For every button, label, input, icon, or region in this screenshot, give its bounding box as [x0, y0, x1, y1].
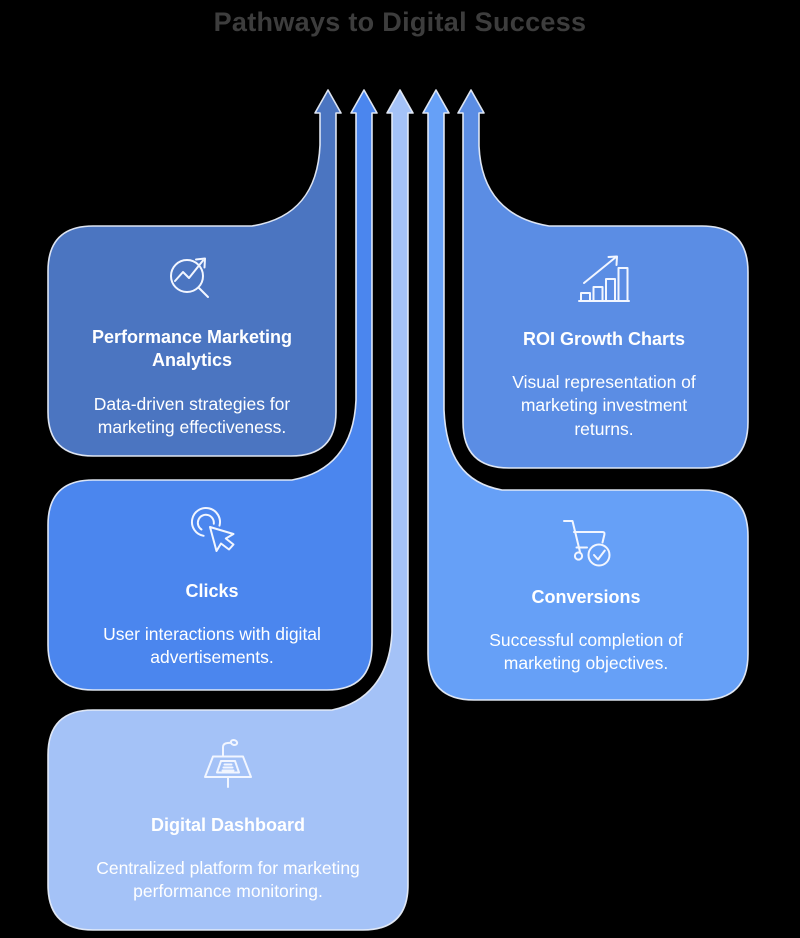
card-shape-roi-growth-charts: [457, 89, 749, 469]
bar-chart-growth-icon: [578, 255, 630, 302]
card-shape-conversions: [422, 89, 749, 701]
card-description: Visual representation of marketing inves…: [512, 372, 696, 439]
cursor-click-icon: [191, 507, 235, 552]
card-conversions: Conversions Successful completion of mar…: [446, 506, 726, 676]
card-shape-digital-dashboard: [47, 89, 414, 931]
page-title: Pathways to Digital Success: [213, 7, 587, 37]
card-performance-marketing-analytics: Performance Marketing Analytics Data-dri…: [60, 246, 324, 439]
card-description: User interactions with digital advertise…: [103, 624, 321, 668]
card-shape-clicks: [47, 89, 378, 691]
cart-check-icon: [563, 520, 611, 567]
card-description: Successful completion of marketing objec…: [489, 630, 683, 674]
card-title: Digital Dashboard: [150, 815, 306, 835]
card-shape-performance-marketing-analytics: [47, 89, 342, 457]
card-title: Performance Marketing Analytics: [91, 327, 293, 371]
card-title: Conversions: [531, 587, 641, 607]
card-title: ROI Growth Charts: [522, 329, 685, 349]
card-description: Centralized platform for marketing perfo…: [96, 858, 360, 902]
magnifier-trend-icon: [170, 257, 209, 298]
card-digital-dashboard: Digital Dashboard Centralized platform f…: [78, 734, 378, 904]
card-title: Clicks: [185, 581, 239, 601]
card-roi-growth-charts: ROI Growth Charts Visual representation …: [474, 248, 734, 441]
card-description: Data-driven strategies for marketing eff…: [93, 393, 291, 437]
podium-dashboard-icon: [204, 739, 252, 788]
card-clicks: Clicks User interactions with digital ad…: [66, 500, 358, 670]
